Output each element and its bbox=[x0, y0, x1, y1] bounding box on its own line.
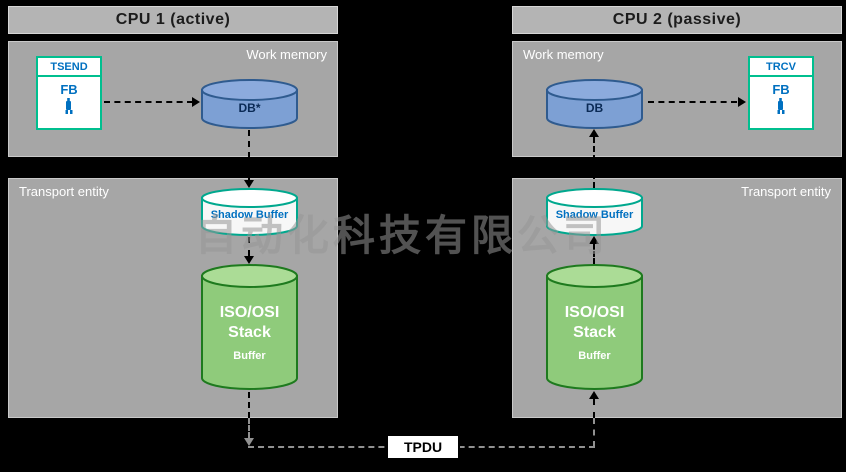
trcv-fb-type-label: FB bbox=[772, 82, 790, 97]
arrow-db-to-shadow-head bbox=[244, 180, 254, 188]
connector-plug-icon bbox=[770, 98, 792, 120]
db-cylinder-cpu2-label: DB bbox=[585, 101, 604, 115]
cpu2-work-memory-label: Work memory bbox=[523, 47, 604, 62]
shadow-buffer-shape bbox=[546, 188, 643, 236]
tsend-fb-block: TSEND FB bbox=[36, 56, 102, 130]
db-cylinder-shape bbox=[546, 79, 643, 129]
stack-buffer-shape bbox=[546, 264, 643, 390]
cpu1-header-label: CPU 1 (active) bbox=[115, 11, 231, 28]
cpu2-header: CPU 2 (passive) bbox=[512, 6, 842, 34]
trcv-fb-title: TRCV bbox=[750, 58, 812, 77]
arrow-db-to-fb-line bbox=[648, 101, 737, 103]
arrow-shadow-to-stack-head bbox=[244, 256, 254, 264]
arrow-db-to-shadow-line bbox=[248, 130, 250, 180]
arrow-stack-to-tpdu-head bbox=[244, 438, 254, 446]
stack-cpu1-line1: ISO/OSI bbox=[219, 304, 280, 321]
tpdu-label: TPDU bbox=[403, 439, 443, 455]
stack-cpu1-line2: Stack bbox=[228, 324, 271, 341]
cpu2-transport-label: Transport entity bbox=[741, 184, 831, 199]
cpu2-header-label: CPU 2 (passive) bbox=[612, 11, 742, 28]
iso-osi-stack-cylinder-cpu1: ISO/OSI Stack Buffer bbox=[201, 264, 298, 391]
connector-plug-icon bbox=[58, 98, 80, 120]
cpu1-work-memory-label: Work memory bbox=[246, 47, 327, 62]
stack-cpu1-line3: Buffer bbox=[233, 350, 266, 362]
arrow-stack-to-shadow-head bbox=[589, 236, 599, 244]
stack-buffer-shape bbox=[201, 264, 298, 390]
stack-cpu2-line1: ISO/OSI bbox=[564, 304, 625, 321]
db-cylinder-shape bbox=[201, 79, 298, 129]
db-cylinder-cpu1: DB* bbox=[201, 79, 298, 129]
tsend-fb-title: TSEND bbox=[38, 58, 100, 77]
arrow-tpdu-to-stack-line-inner bbox=[593, 399, 595, 418]
shadow-buffer-cpu2-label: Shadow Buffer bbox=[555, 209, 634, 221]
db-cylinder-cpu2: DB bbox=[546, 79, 643, 129]
trcv-fb-block: TRCV FB bbox=[748, 56, 814, 130]
arrow-shadow-to-db-head bbox=[589, 129, 599, 137]
shadow-buffer-cylinder-cpu1: Shadow Buffer bbox=[201, 188, 298, 236]
iso-osi-stack-cylinder-cpu2: ISO/OSI Stack Buffer bbox=[546, 264, 643, 391]
db-cylinder-cpu1-label: DB* bbox=[238, 101, 261, 115]
arrow-shadow-to-stack-line bbox=[248, 237, 250, 256]
tsend-fb-type-label: FB bbox=[60, 82, 78, 97]
arrow-shadow-to-db-line bbox=[593, 137, 595, 188]
stack-cpu2-line3: Buffer bbox=[578, 350, 611, 362]
arrow-fb-to-db-head bbox=[192, 97, 200, 107]
arrow-tpdu-to-stack-line-outer bbox=[593, 418, 595, 447]
arrow-stack-to-shadow-line bbox=[593, 244, 595, 264]
shadow-buffer-shape bbox=[201, 188, 298, 236]
stack-cpu2-line2: Stack bbox=[573, 324, 616, 341]
cpu1-transport-label: Transport entity bbox=[19, 184, 109, 199]
arrow-stack-to-tpdu-line-inner bbox=[248, 392, 250, 418]
arrow-stack-to-tpdu-line-outer bbox=[248, 418, 250, 438]
stack-cpu2-label: ISO/OSI Stack Buffer bbox=[546, 264, 643, 391]
shadow-buffer-cylinder-cpu2: Shadow Buffer bbox=[546, 188, 643, 236]
arrow-fb-to-db-line bbox=[104, 101, 193, 103]
arrow-tpdu-to-stack-head bbox=[589, 391, 599, 399]
cpu1-header: CPU 1 (active) bbox=[8, 6, 338, 34]
shadow-buffer-cpu1-label: Shadow Buffer bbox=[210, 209, 289, 221]
arrow-db-to-fb-head bbox=[738, 97, 746, 107]
stack-cpu1-label: ISO/OSI Stack Buffer bbox=[201, 264, 298, 391]
tpdu-box: TPDU bbox=[386, 434, 460, 460]
